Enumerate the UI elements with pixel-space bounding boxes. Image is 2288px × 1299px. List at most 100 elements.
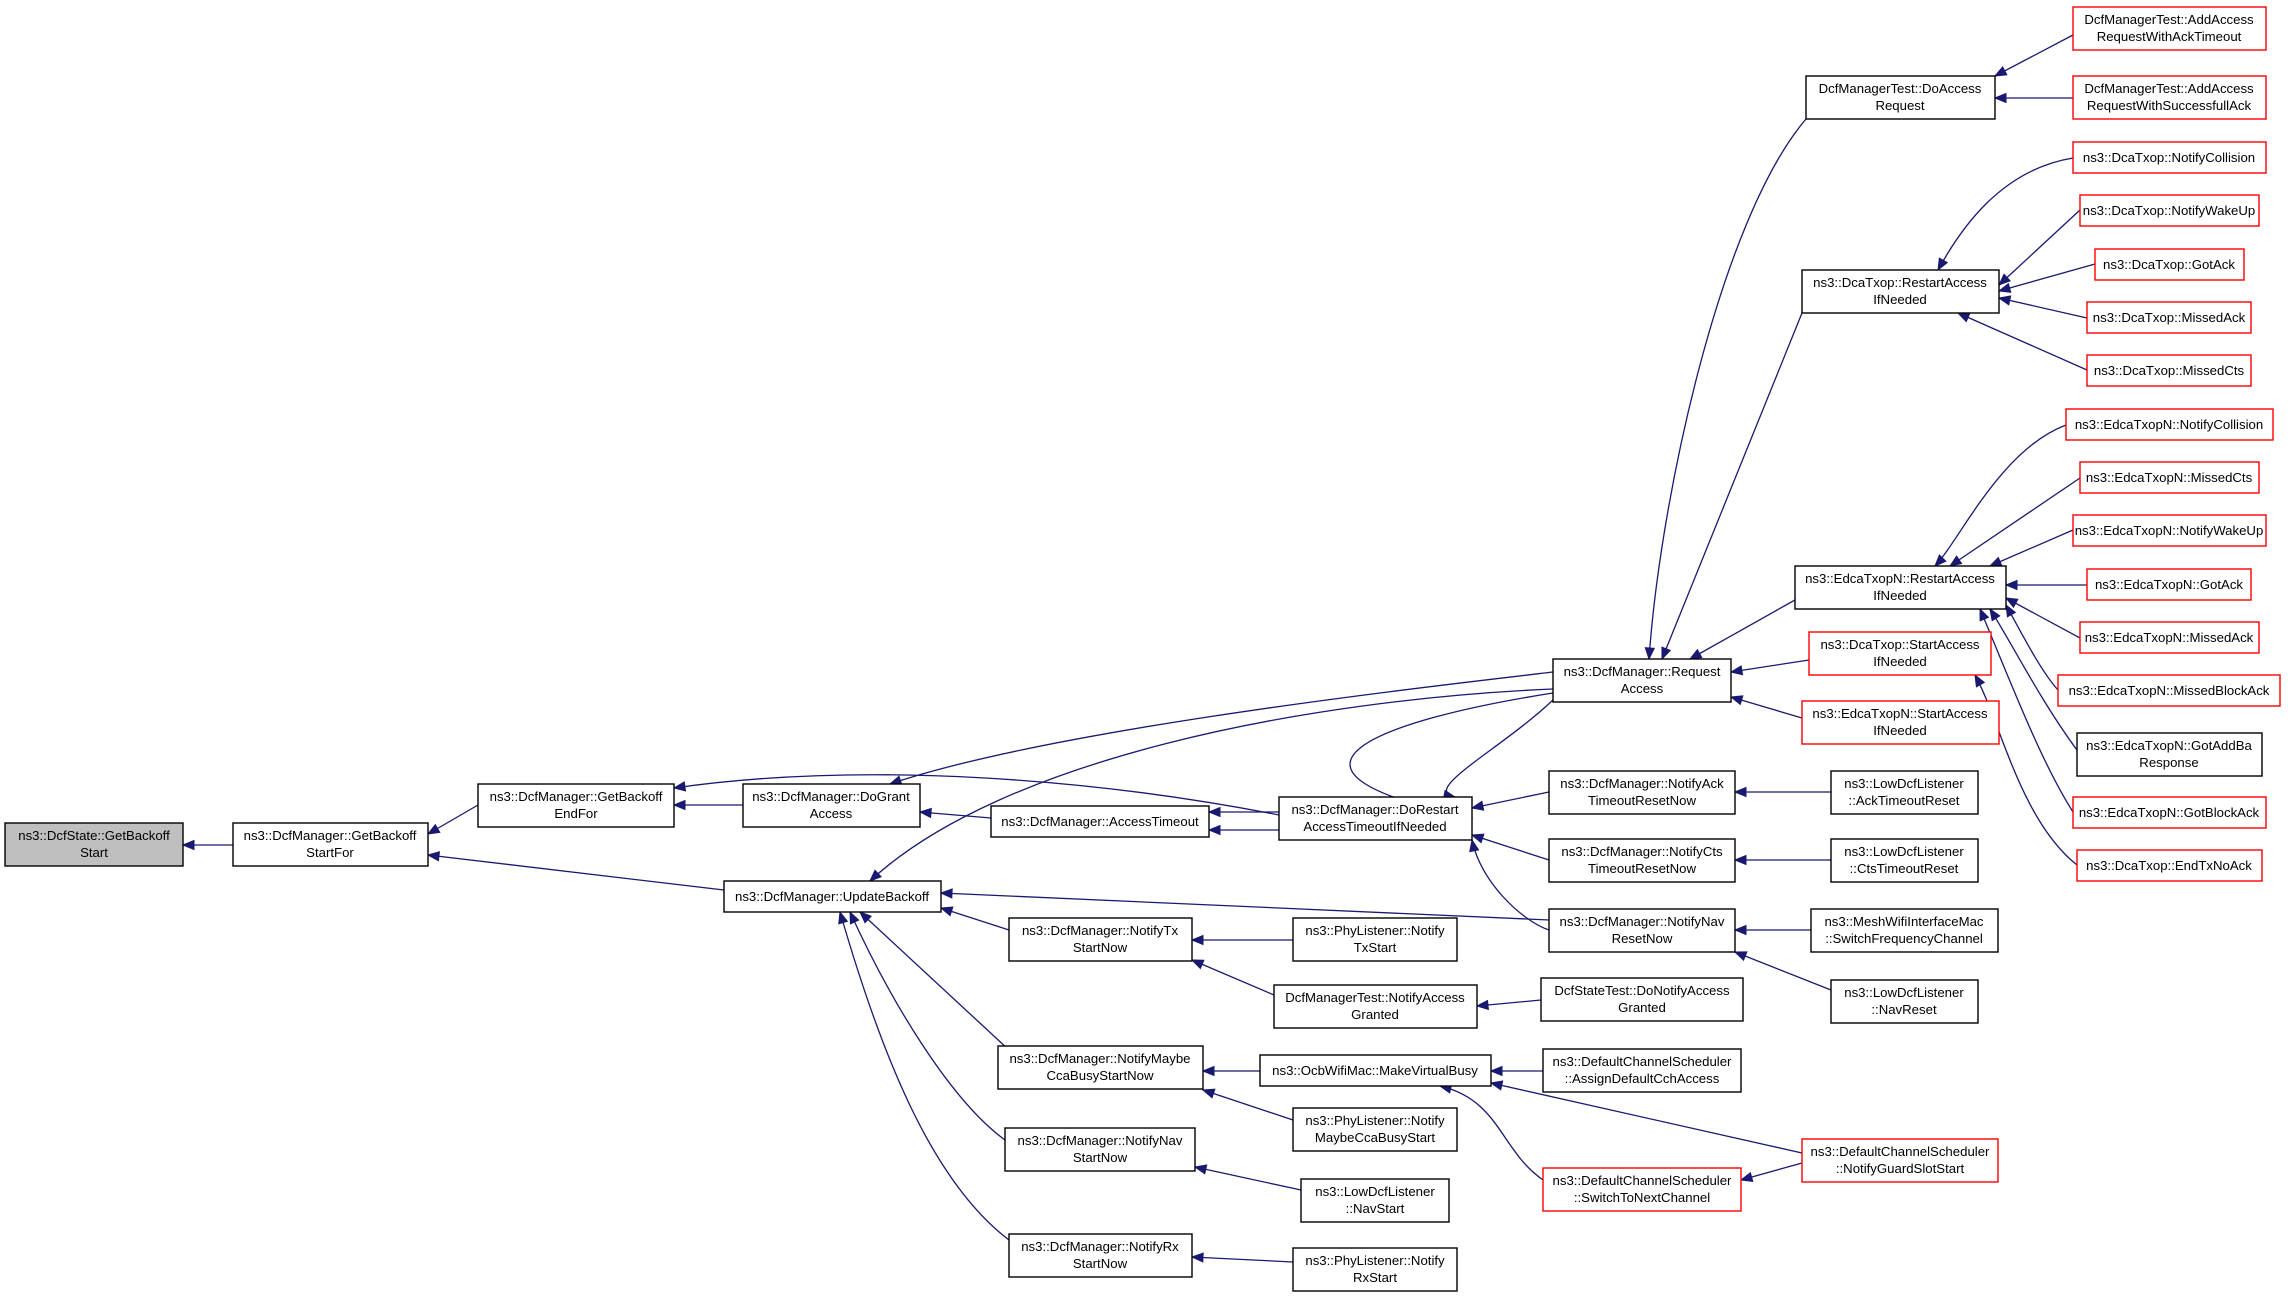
node-dcfmanager-getbackoffstartfor[interactable]: ns3::DcfManager::GetBackoff StartFor [232, 822, 429, 867]
call-edge [1729, 695, 1803, 719]
node-lowdcflistener-navreset[interactable]: ns3::LowDcfListener ::NavReset [1830, 979, 1979, 1024]
node-phylistener-notifytxstart[interactable]: ns3::PhyListener::Notify TxStart [1292, 917, 1458, 962]
node-dcatxop-missedcts[interactable]: ns3::DcaTxop::MissedCts [2086, 354, 2252, 387]
node-phylistener-notifyrxstart[interactable]: ns3::PhyListener::Notify RxStart [1292, 1247, 1458, 1292]
node-edcatxopn-gotack[interactable]: ns3::EdcaTxopN::GotAck [2086, 568, 2252, 601]
arrowhead-icon [1201, 1065, 1215, 1077]
node-label: MaybeCcaBusyStart [1315, 1130, 1436, 1145]
node-dcatxop-restartaccessifneeded[interactable]: ns3::DcaTxop::RestartAccess IfNeeded [1801, 269, 2000, 314]
node-defaultchannelscheduler-notifyguardslotstart[interactable]: ns3::DefaultChannelScheduler ::NotifyGua… [1801, 1138, 1999, 1183]
call-edge [426, 851, 725, 891]
edge-line [1998, 297, 2088, 319]
node-label: EndFor [554, 806, 598, 821]
node-label: ns3::OcbWifiMac::MakeVirtualBusy [1272, 1063, 1478, 1078]
node-meshwifiinterfacemac-switchfrequencychannel[interactable]: ns3::MeshWifiInterfaceMac ::SwitchFreque… [1810, 908, 1999, 953]
node-edcatxopn-missedack[interactable]: ns3::EdcaTxopN::MissedAck [2079, 621, 2260, 654]
node-dcatxop-gotack[interactable]: ns3::DcaTxop::GotAck [2094, 248, 2245, 281]
node-defaultchannelscheduler-switchtonextchannel[interactable]: ns3::DefaultChannelScheduler ::SwitchToN… [1542, 1167, 1742, 1212]
edge-line [1648, 118, 1807, 660]
node-label: TimeoutResetNow [1588, 793, 1696, 808]
node-label: ns3::EdcaTxopN::GotAck [2095, 577, 2243, 592]
node-dcatxop-endtxnoack[interactable]: ns3::DcaTxop::EndTxNoAck [2076, 849, 2263, 882]
node-phylistener-notifymaybeccabusystart[interactable]: ns3::PhyListener::Notify MaybeCcaBusySta… [1292, 1107, 1458, 1152]
node-dcfmanager-notifyacktimeoutresetnow[interactable]: ns3::DcfManager::NotifyAck TimeoutResetN… [1548, 770, 1736, 815]
node-label: ns3::DcfManager::DoGrant [752, 789, 910, 804]
node-dcatxop-startaccessifneeded[interactable]: ns3::DcaTxop::StartAccess IfNeeded [1808, 631, 1992, 676]
edge-line [1471, 839, 1550, 931]
node-dcfmanager-notifytxstartnow[interactable]: ns3::DcfManager::NotifyTx StartNow [1008, 917, 1193, 962]
node-dcfmanager-notifyctstimeoutresetnow[interactable]: ns3::DcfManager::NotifyCts TimeoutResetN… [1548, 838, 1736, 883]
arrowhead-icon [1937, 257, 1949, 272]
node-dcfmanagertest-addaccessrequestwithacktimeout[interactable]: DcfManagerTest::AddAccess RequestWithAck… [2072, 6, 2267, 51]
node-edcatxopn-startaccessifneeded[interactable]: ns3::EdcaTxopN::StartAccess IfNeeded [1801, 700, 2000, 745]
node-edcatxopn-missedblockack[interactable]: ns3::EdcaTxopN::MissedBlockAck [2057, 674, 2281, 707]
node-dcfmanager-accesstimeout[interactable]: ns3::DcfManager::AccessTimeout [990, 805, 1210, 838]
arrowhead-icon [1989, 607, 2001, 622]
call-edge [1733, 924, 1811, 936]
node-dcfmanager-dograntaccess[interactable]: ns3::DcfManager::DoGrant Access [742, 783, 921, 828]
edge-line [849, 911, 1006, 1141]
node-edcatxopn-gotblockack[interactable]: ns3::EdcaTxopN::GotBlockAck [2072, 796, 2267, 829]
arrowhead-icon [672, 781, 687, 792]
call-edge [1988, 529, 2074, 567]
node-dcfmanager-notifynavresetnow[interactable]: ns3::DcfManager::NotifyNav ResetNow [1548, 908, 1736, 953]
node-label: ns3::DcaTxop::MissedAck [2093, 310, 2246, 325]
node-label: Start [80, 845, 108, 860]
arrowhead-icon [1733, 924, 1747, 936]
node-dcfstate-getbackoffstart[interactable]: ns3::DcfState::GetBackoff Start [4, 822, 184, 867]
node-dcfmanagertest-doaccessrequest[interactable]: DcfManagerTest::DoAccess Request [1805, 75, 1996, 120]
arrowhead-icon [1974, 673, 1986, 688]
arrowhead-icon [838, 910, 849, 925]
node-dcfmanager-getbackoffendfor[interactable]: ns3::DcfManager::GetBackoff EndFor [477, 783, 675, 828]
node-dcatxop-missedack[interactable]: ns3::DcaTxop::MissedAck [2086, 301, 2252, 334]
edge-line [1490, 1082, 1803, 1154]
node-label: ns3::DcfManager::NotifyTx [1022, 923, 1179, 938]
node-dcfmanager-dorestartaccesstimeoutifneeded[interactable]: ns3::DcfManager::DoRestart AccessTimeout… [1278, 796, 1473, 841]
arrowhead-icon [672, 799, 686, 811]
arrowhead-icon [1469, 838, 1480, 853]
edge-line [919, 811, 992, 819]
node-edcatxopn-missedcts[interactable]: ns3::EdcaTxopN::MissedCts [2079, 461, 2260, 494]
node-label: Request [1875, 98, 1924, 113]
call-edge [1733, 854, 1831, 866]
arrowhead-icon [1470, 800, 1485, 811]
node-dcfmanager-notifynavstartnow[interactable]: ns3::DcfManager::NotifyNav StartNow [1004, 1127, 1196, 1172]
node-dcfmanager-updatebackoff[interactable]: ns3::DcfManager::UpdateBackoff [723, 880, 942, 913]
call-edge [2004, 597, 2081, 639]
node-lowdcflistener-ctstimeoutreset[interactable]: ns3::LowDcfListener ::CtsTimeoutReset [1830, 838, 1979, 883]
call-edge [181, 839, 233, 851]
node-edcatxopn-notifycollision[interactable]: ns3::EdcaTxopN::NotifyCollision [2065, 408, 2274, 441]
node-lowdcflistener-navstart[interactable]: ns3::LowDcfListener ::NavStart [1300, 1178, 1450, 1223]
node-label: ns3::MeshWifiInterfaceMac [1824, 914, 1983, 929]
node-label: ns3::DcfManager::NotifyMaybe [1009, 1051, 1190, 1066]
node-label: DcfManagerTest::NotifyAccess [1285, 990, 1465, 1005]
arrowhead-icon [1733, 786, 1747, 798]
node-edcatxopn-notifywakeup[interactable]: ns3::EdcaTxopN::NotifyWakeUp [2072, 514, 2267, 547]
node-dcatxop-notifycollision[interactable]: ns3::DcaTxop::NotifyCollision [2072, 141, 2267, 174]
node-label: ns3::EdcaTxopN::GotBlockAck [2079, 805, 2260, 820]
node-dcfmanager-notifymaybeccabusystartnow[interactable]: ns3::DcfManager::NotifyMaybe CcaBusyStar… [997, 1045, 1204, 1090]
arrowhead-icon [1207, 806, 1221, 818]
edge-line [1937, 157, 2074, 271]
node-lowdcflistener-acktimeoutreset[interactable]: ns3::LowDcfListener ::AckTimeoutReset [1830, 770, 1979, 815]
edge-line [889, 671, 1554, 785]
node-dcatxop-notifywakeup[interactable]: ns3::DcaTxop::NotifyWakeUp [2079, 194, 2260, 227]
node-label: IfNeeded [1873, 588, 1927, 603]
call-edge [1989, 607, 2078, 751]
node-dcfmanager-requestaccess[interactable]: ns3::DcfManager::Request Access [1552, 658, 1732, 703]
node-edcatxopn-restartaccessifneeded[interactable]: ns3::EdcaTxopN::RestartAccess IfNeeded [1794, 565, 2007, 610]
call-edge [1201, 1088, 1294, 1121]
node-dcfmanager-notifyrxstartnow[interactable]: ns3::DcfManager::NotifyRx StartNow [1008, 1233, 1193, 1278]
node-label: TimeoutResetNow [1588, 861, 1696, 876]
arrowhead-icon [1979, 607, 1990, 622]
arrowhead-icon [859, 911, 873, 924]
node-dcfmanagertest-notifyaccessgranted[interactable]: DcfManagerTest::NotifyAccess Granted [1273, 984, 1478, 1029]
arrowhead-icon [1688, 648, 1703, 660]
node-label: Granted [1618, 1000, 1666, 1015]
node-dcfmanagertest-addaccessrequestwithsuccessfullack[interactable]: DcfManagerTest::AddAccess RequestWithSuc… [2072, 75, 2267, 120]
node-edcatxopn-gotaddbaresponse[interactable]: ns3::EdcaTxopN::GotAddBa Response [2076, 732, 2263, 777]
node-ocbwifimac-makevirtualbusy[interactable]: ns3::OcbWifiMac::MakeVirtualBusy [1259, 1054, 1492, 1087]
call-nodes: ns3::DcfState::GetBackoff Start ns3::Dcf… [4, 6, 2281, 1292]
node-dcfstatetest-donotifyaccessgranted[interactable]: DcfStateTest::DoNotifyAccess Granted [1540, 977, 1744, 1022]
node-defaultchannelscheduler-assigndefaultcchaccess[interactable]: ns3::DefaultChannelScheduler ::AssignDef… [1542, 1048, 1742, 1093]
